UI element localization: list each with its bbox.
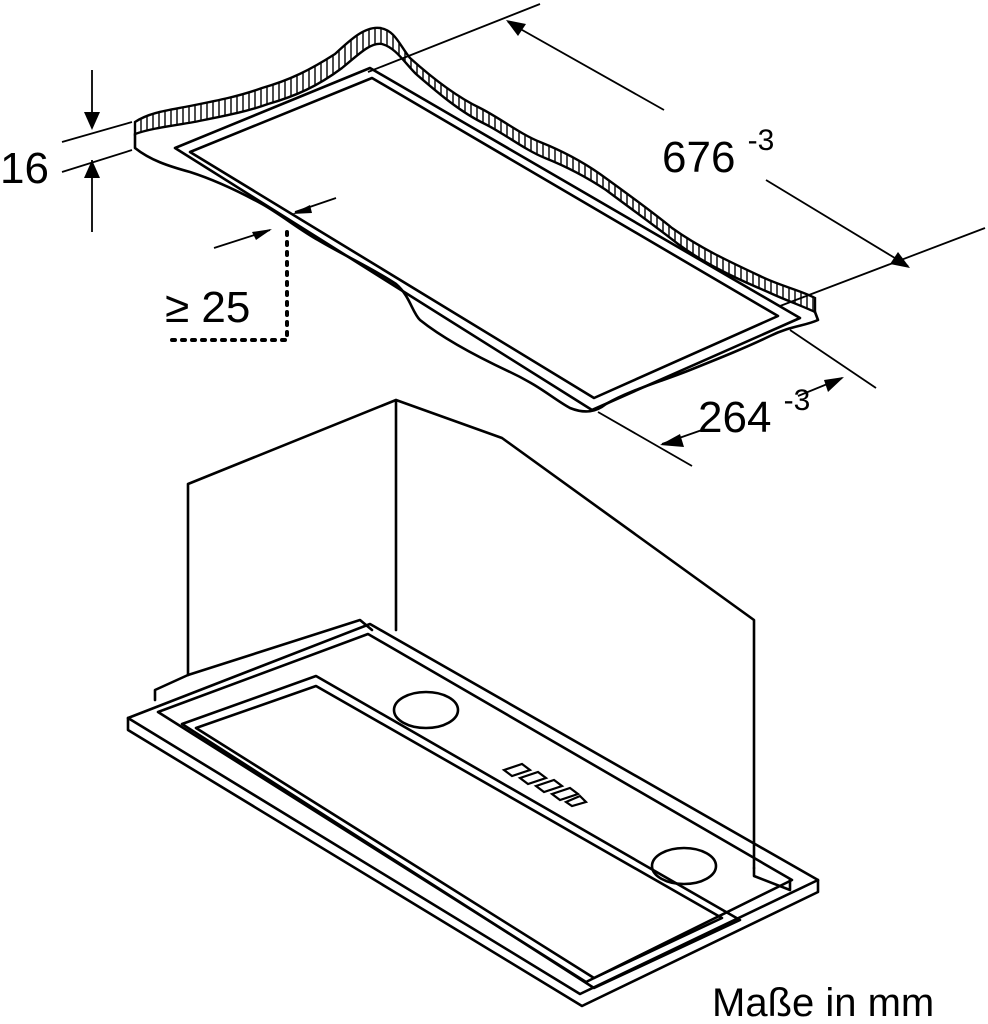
dimension-clearance: ≥ 25 (163, 197, 337, 342)
dimension-length: 676 -3 (367, 3, 986, 307)
svg-text:676 -3: 676 -3 (662, 124, 774, 182)
ceiling-opening-inner (188, 76, 780, 400)
control-button-1[interactable] (501, 762, 533, 778)
hood-housing (186, 398, 756, 870)
thickness-label: 16 (0, 144, 49, 193)
width-tolerance: -3 (784, 384, 811, 417)
length-value: 676 (662, 133, 735, 182)
svg-text:264 -3: 264 -3 (698, 384, 810, 442)
control-panel (501, 762, 589, 808)
hood-frame-outer (126, 622, 820, 1008)
ceiling-slab-outline (133, 132, 820, 413)
grease-filter-outer (180, 674, 742, 990)
grease-filter-inner (194, 684, 724, 980)
width-value: 264 (698, 393, 771, 442)
dimension-thickness: 16 (0, 70, 133, 232)
range-hood-unit (126, 398, 820, 1008)
clearance-label: ≥ 25 (165, 283, 250, 332)
dimension-width: 264 -3 (597, 329, 877, 467)
hood-housing-base (153, 618, 792, 892)
control-button-2[interactable] (517, 770, 549, 786)
length-tolerance: -3 (748, 124, 775, 157)
control-button-3[interactable] (533, 778, 565, 794)
hood-light-right (650, 846, 718, 886)
ceiling-opening-rim (173, 66, 802, 412)
control-button-4[interactable] (549, 786, 581, 802)
hood-light-left (392, 690, 460, 730)
clearance-dotted-guide (163, 230, 289, 342)
control-button-5[interactable] (563, 794, 589, 808)
ceiling-panel (133, 26, 820, 413)
unit-note: Maße in mm (712, 981, 934, 1024)
